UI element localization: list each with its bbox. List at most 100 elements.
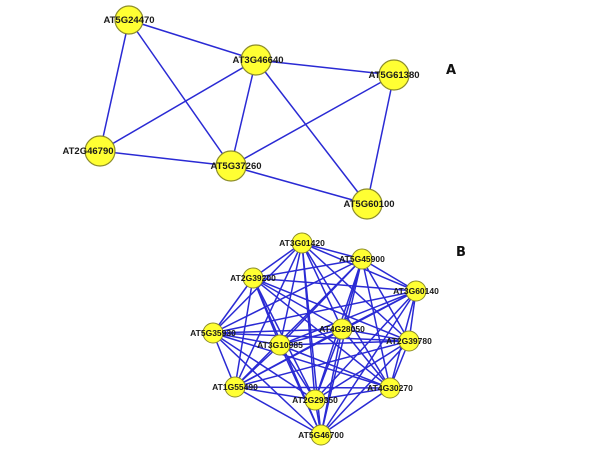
node-circle[interactable] [310,424,332,446]
node-label: AT3G01420 [279,238,325,248]
edge [230,165,368,205]
edge [212,328,343,334]
node-circle[interactable] [304,389,326,411]
edge [230,59,257,167]
edge [255,59,368,205]
node-circle[interactable] [269,334,291,356]
node-label: AT2G29350 [292,395,338,405]
node-circle[interactable] [351,188,383,220]
edge [320,328,343,436]
edge [361,258,410,342]
edge [320,387,391,436]
edge [252,277,391,389]
node-label: AT4G28050 [319,324,365,334]
edge [99,19,130,152]
edge [279,344,316,401]
node-at2g29350[interactable]: AT2G29350 [292,389,338,411]
node-label: AT2G39200 [230,273,276,283]
node-at5g60100[interactable]: AT5G60100 [343,188,395,220]
edge [320,258,363,436]
edge [279,340,410,346]
node-at3g01420[interactable]: AT3G01420 [279,232,325,254]
node-at5g61380[interactable]: AT5G61380 [368,59,420,91]
node-label: AT5G24470 [103,15,154,26]
node-at3g46640[interactable]: AT3G46640 [232,44,284,76]
node-at1g55490[interactable]: AT1G55490 [212,376,258,398]
edge [314,387,391,401]
edge [366,74,395,205]
node-at5g46700[interactable]: AT5G46700 [298,424,344,446]
node-label: AT3G10985 [257,340,303,350]
node-circle[interactable] [351,248,373,270]
edge [252,277,343,330]
node-circle[interactable] [114,5,144,35]
edge [279,328,343,346]
node-at5g35930[interactable]: AT5G35930 [190,322,236,344]
node-at5g45900[interactable]: AT5G45900 [339,248,385,270]
node-circle[interactable] [224,376,246,398]
panel-label-a: A [446,63,456,78]
edge [252,258,363,279]
node-label: AT2G46790 [62,146,113,157]
edge [212,332,316,401]
edge [314,340,410,401]
nodes-panel-b: AT3G01420AT5G45900AT2G39200AT3G60140AT5G… [190,232,439,446]
node-circle[interactable] [331,318,353,340]
node-label: AT4G30270 [367,383,413,393]
panel-label-b: B [456,245,466,260]
edge [341,328,391,389]
node-circle[interactable] [202,322,224,344]
node-circle[interactable] [215,150,247,182]
edge [255,59,395,76]
edge [230,74,395,167]
edge [234,386,316,401]
node-label: AT5G37260 [210,161,261,172]
node-circle[interactable] [405,280,427,302]
node-at2g39200[interactable]: AT2G39200 [230,267,276,289]
edge [212,332,391,389]
node-at2g39780[interactable]: AT2G39780 [386,330,432,352]
node-circle[interactable] [242,267,264,289]
edge [212,258,363,334]
edge [234,340,410,388]
edge [341,328,410,342]
node-circle[interactable] [379,377,401,399]
edge [128,19,257,61]
node-label: AT5G46700 [298,430,344,440]
node-at4g28050[interactable]: AT4G28050 [319,318,365,340]
node-circle[interactable] [84,135,116,167]
node-at3g60140[interactable]: AT3G60140 [393,280,439,302]
edge [301,242,410,342]
node-circle[interactable] [398,330,420,352]
node-at4g30270[interactable]: AT4G30270 [367,377,413,399]
node-circle[interactable] [240,44,272,76]
edge [212,277,254,334]
node-label: AT2G39780 [386,336,432,346]
node-at3g10985[interactable]: AT3G10985 [257,334,303,356]
node-label: AT5G45900 [339,254,385,264]
node-at5g37260[interactable]: AT5G37260 [210,150,262,182]
node-label: AT5G60100 [343,199,394,210]
node-at5g24470[interactable]: AT5G24470 [103,5,155,35]
node-label: AT3G60140 [393,286,439,296]
node-circle[interactable] [291,232,313,254]
node-at2g46790[interactable]: AT2G46790 [62,135,116,167]
node-label: AT1G55490 [212,382,258,392]
edge [234,386,322,436]
network-panel-b: AT3G01420AT5G45900AT2G39200AT3G60140AT5G… [190,232,466,446]
edge [128,19,232,167]
edge [279,344,322,436]
edge [234,386,391,389]
edge [234,258,363,388]
node-circle[interactable] [378,59,410,91]
edge [252,277,417,292]
edge [99,59,257,152]
edge [212,332,281,346]
edge [99,150,232,167]
node-label: AT5G35930 [190,328,236,338]
edge [212,332,322,436]
edges-panel-b [212,242,417,436]
